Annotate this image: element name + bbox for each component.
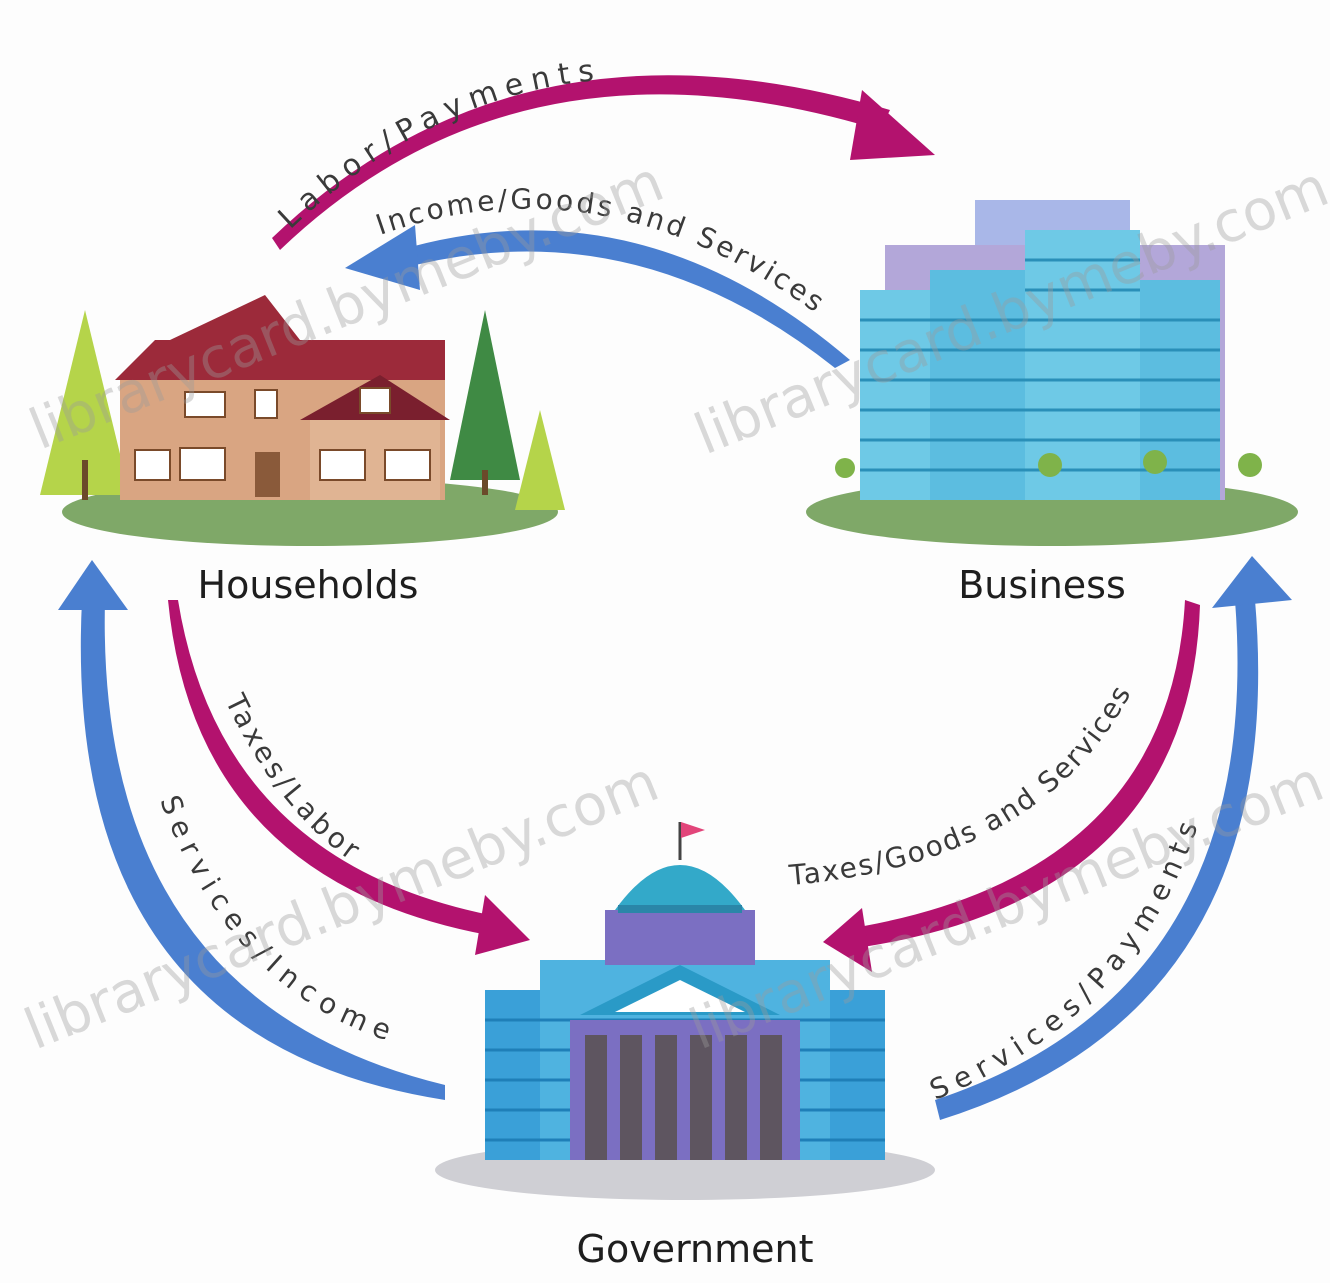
government-illustration (435, 822, 935, 1200)
business-label: Business (958, 563, 1126, 607)
arrow-income-goods (345, 225, 850, 368)
government-label: Government (577, 1227, 814, 1271)
households-label: Households (198, 563, 419, 607)
arrow-services-income (58, 560, 445, 1100)
arrow-labor-payments (272, 75, 935, 250)
arrow-taxes-labor (168, 600, 530, 955)
business-illustration (806, 200, 1298, 546)
arrow-services-payments (935, 556, 1292, 1120)
arrow-taxes-goods (823, 600, 1200, 972)
households-illustration (40, 295, 565, 546)
